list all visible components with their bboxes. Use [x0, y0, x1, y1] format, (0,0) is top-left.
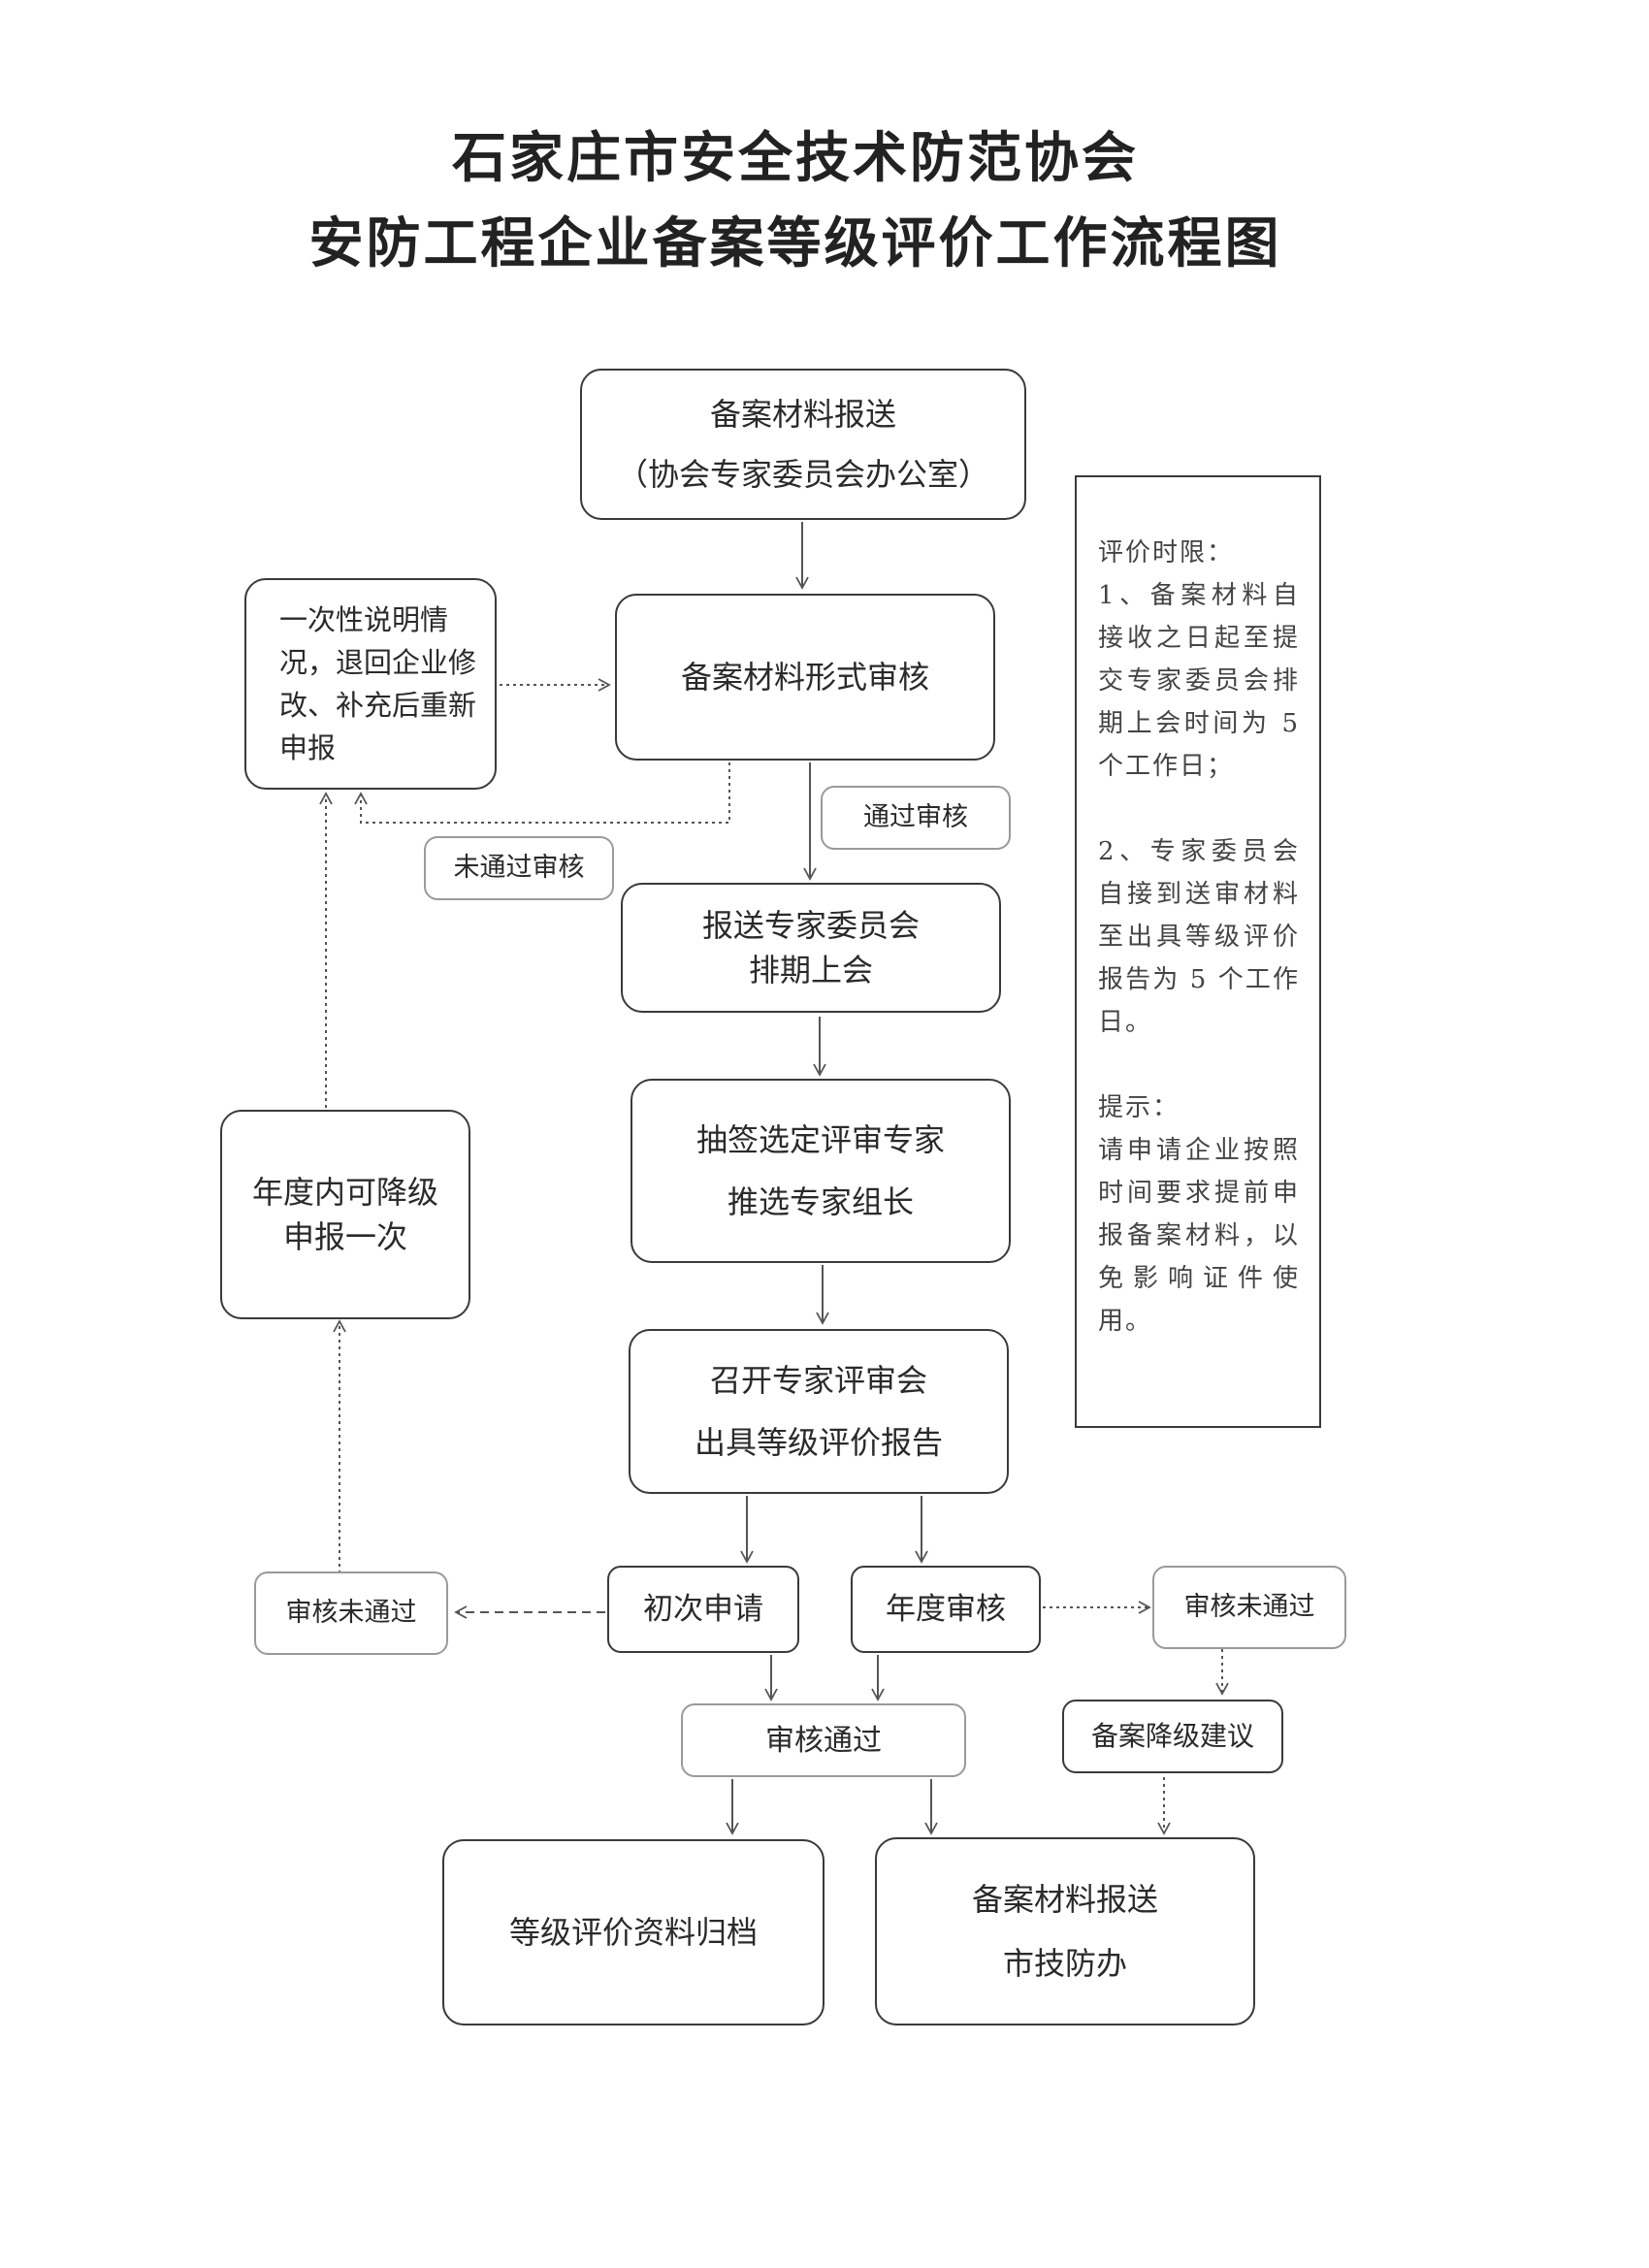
- return-note-line-2: 况，退回企业修: [279, 646, 477, 679]
- not-passed-label-box: 未通过审核: [424, 836, 614, 900]
- title-line-2: 安防工程企业备案等级评价工作流程图: [308, 212, 1282, 275]
- annual-review-box: 年度审核: [851, 1566, 1041, 1653]
- annual-review-label: 年度审核: [886, 1591, 1006, 1627]
- select-experts-box: 抽签选定评审专家 推选专家组长: [630, 1079, 1011, 1263]
- title-line-1: 石家庄市安全技术防范协会: [452, 127, 1139, 190]
- schedule-line-1: 报送专家委员会: [701, 907, 920, 944]
- submit-materials-box: 备案材料报送 （协会专家委员会办公室）: [580, 369, 1026, 520]
- fail-left-box: 审核未通过: [254, 1571, 448, 1655]
- notice-tip-heading: 提示：: [1098, 1093, 1180, 1122]
- submit-city-box: 备案材料报送 市技防办: [875, 1837, 1255, 2025]
- archive-box: 等级评价资料归档: [442, 1839, 824, 2025]
- archive-label: 等级评价资料归档: [508, 1914, 758, 1951]
- downgrade-once-line-2: 申报一次: [282, 1218, 407, 1255]
- arrow-review-fail-return: [354, 762, 730, 824]
- passed-label: 通过审核: [863, 801, 968, 832]
- return-note-line-1: 一次性说明情: [279, 603, 449, 636]
- fail-right-label: 审核未通过: [1183, 1591, 1315, 1622]
- select-experts-line-2: 推选专家组长: [727, 1183, 914, 1220]
- review-passed-label: 审核通过: [765, 1723, 882, 1758]
- evaluation-time-limit-panel: 评价时限： 1、备案材料自接收之日起至提交专家委员会排期上会时间为 5 个工作日…: [1075, 475, 1321, 1428]
- meeting-line-2: 出具等级评价报告: [694, 1424, 943, 1461]
- fail-right-box: 审核未通过: [1152, 1566, 1346, 1649]
- return-note-line-4: 申报: [279, 731, 337, 764]
- downgrade-suggest-label: 备案降级建议: [1090, 1720, 1254, 1752]
- submit-city-line-2: 市技防办: [1002, 1945, 1127, 1982]
- return-note-line-3: 改、补充后重新: [279, 689, 477, 722]
- first-apply-box: 初次申请: [607, 1566, 799, 1653]
- first-apply-label: 初次申请: [643, 1591, 763, 1627]
- select-experts-line-1: 抽签选定评审专家: [695, 1121, 945, 1158]
- schedule-box: 报送专家委员会 排期上会: [621, 883, 1001, 1013]
- meeting-box: 召开专家评审会 出具等级评价报告: [629, 1329, 1009, 1494]
- not-passed-label: 未通过审核: [453, 852, 585, 883]
- notice-item-2: 2、专家委员会自接到送审材料至出具等级评价报告为 5 个工作日。: [1098, 837, 1300, 1037]
- notice-tip: 请申请企业按照时间要求提前申报备案材料，以免影响证件使用。: [1098, 1136, 1300, 1336]
- meeting-line-1: 召开专家评审会: [709, 1362, 927, 1399]
- downgrade-suggest-box: 备案降级建议: [1062, 1700, 1283, 1773]
- formal-review-label: 备案材料形式审核: [680, 659, 929, 696]
- submit-line-1: 备案材料报送: [709, 396, 896, 433]
- submit-line-2: （协会专家委员会办公室）: [616, 456, 989, 493]
- passed-label-box: 通过审核: [821, 786, 1011, 850]
- notice-heading: 评价时限：: [1098, 538, 1235, 567]
- formal-review-box: 备案材料形式审核: [615, 594, 995, 761]
- notice-item-1: 1、备案材料自接收之日起至提交专家委员会排期上会时间为 5 个工作日；: [1098, 581, 1300, 781]
- return-note-box: 一次性说明情 况，退回企业修 改、补充后重新 申报: [244, 578, 497, 790]
- schedule-line-2: 排期上会: [748, 952, 873, 988]
- review-passed-box: 审核通过: [681, 1703, 966, 1777]
- downgrade-once-line-1: 年度内可降级: [251, 1174, 438, 1211]
- submit-city-line-1: 备案材料报送: [971, 1881, 1158, 1918]
- fail-left-label: 审核未通过: [285, 1597, 417, 1628]
- downgrade-once-box: 年度内可降级 申报一次: [220, 1110, 470, 1319]
